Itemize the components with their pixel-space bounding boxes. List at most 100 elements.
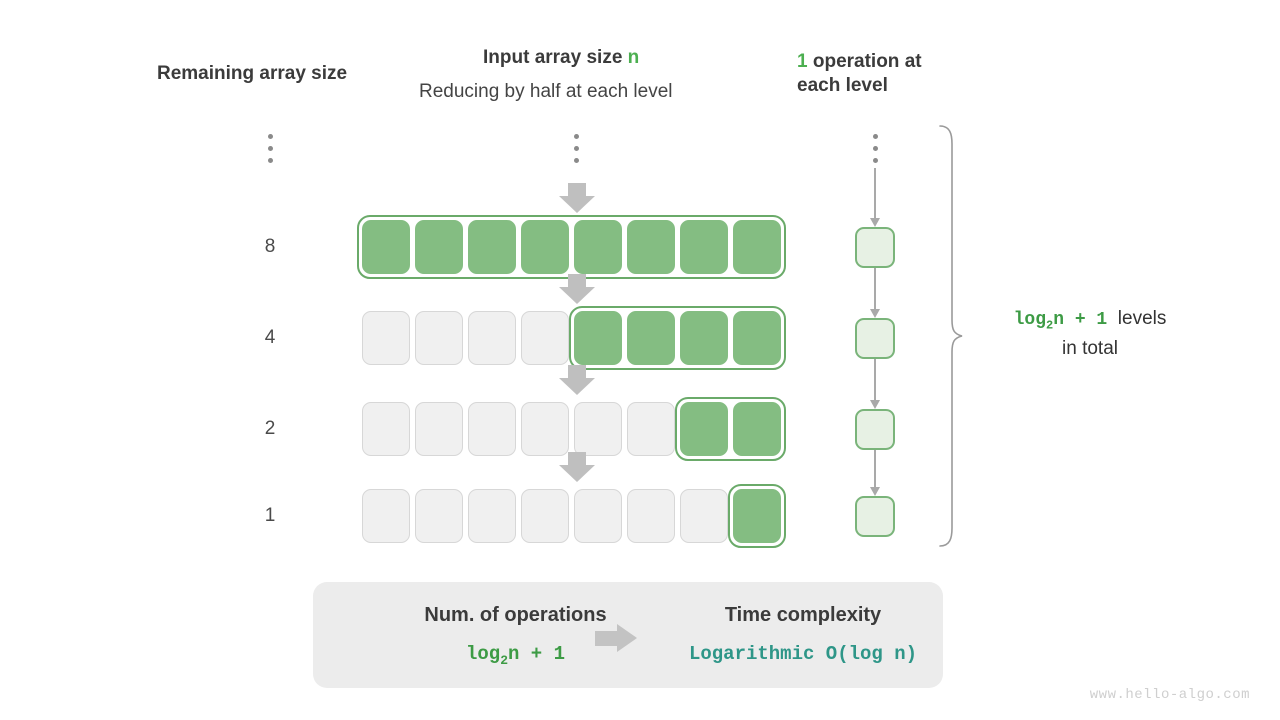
array-cell-inactive [468,402,516,456]
operation-box [855,496,895,537]
levels-formula: log2n + 1 [1013,310,1108,333]
array-row [362,397,786,461]
summary-ops-base: 2 [500,652,508,668]
heading-operation-rest: operation at [807,51,922,72]
array-cell-active [627,220,675,274]
operation-box [855,227,895,268]
heading-one-operation-each-level: 1 operation at each level [797,50,922,98]
array-cell-active [468,220,516,274]
dot [872,158,878,163]
dot [267,134,273,139]
arrow-stem [595,631,619,646]
halving-arrow-icon [559,365,595,395]
array-cell-inactive [574,489,622,543]
levels-word: levels [1117,308,1167,329]
halving-arrow-icon [559,183,595,213]
array-cell-active [680,402,728,456]
array-cell-active [574,311,622,365]
array-cell-inactive [415,402,463,456]
arrow-head [870,487,880,496]
arrow-head [617,624,637,652]
array-cell-inactive [574,402,622,456]
summary-complexity-column: Time complexity Logarithmic O(log n) [673,604,933,665]
arrow-stem [568,365,586,379]
array-cell-inactive [362,489,410,543]
array-cell-inactive [415,311,463,365]
array-cell-active [362,220,410,274]
summary-ops-log: log [465,643,501,665]
ellipsis-icon-middle-column [573,134,579,163]
arrow-stem [568,452,586,466]
arrow-head [870,309,880,318]
arrow-head [559,287,595,304]
row-label-remaining-size: 2 [264,418,276,439]
heading-remaining-array-size: Remaining array size [157,63,348,84]
dot [267,158,273,163]
summary-complexity-title: Time complexity [724,604,882,626]
arrow-head [559,378,595,395]
ellipsis-icon-left-column [267,134,273,163]
heading-input-array-size: Input array size n [483,46,639,70]
watermark: www.hello-algo.com [1089,687,1250,703]
array-row [362,306,786,370]
operation-connector-arrow-icon [870,359,880,409]
dot [267,146,273,151]
dot [872,146,878,151]
dot [573,158,579,163]
arrow-stem [568,274,586,288]
array-row [362,484,786,548]
array-cell-inactive [521,311,569,365]
array-cell-inactive [627,489,675,543]
arrow-head [870,400,880,409]
operation-box [855,409,895,450]
arrow-head [559,465,595,482]
array-row [357,215,786,279]
arrow-head [870,218,880,227]
array-cell-active [733,311,781,365]
array-cell-active [680,311,728,365]
array-cell-inactive [627,402,675,456]
summary-operations-title: Num. of operations [424,604,607,626]
array-cell-active [415,220,463,274]
row-label-remaining-size: 4 [264,327,276,348]
summary-operations-value: log2n + 1 [343,643,688,668]
array-cell-active [733,220,781,274]
array-cell-inactive [362,311,410,365]
arrow-stem [568,183,586,197]
levels-formula-rest: n + 1 [1053,310,1108,330]
curly-brace-icon [939,125,963,547]
array-cell-inactive [680,489,728,543]
row-label-remaining-size: 8 [264,236,276,257]
array-cell-active [680,220,728,274]
array-cell-active [627,311,675,365]
heading-input-array-size-text: Input array size [483,47,628,68]
row-label-remaining-size: 1 [264,505,276,526]
operation-count: 1 [797,51,808,72]
array-cell-inactive [468,489,516,543]
summary-right-arrow-icon [595,624,637,652]
summary-operations-column: Num. of operations log2n + 1 [343,604,688,668]
array-cell-active [574,220,622,274]
levels-formula-base: 2 [1046,318,1054,333]
halving-arrow-icon [559,452,595,482]
array-cell-inactive [362,402,410,456]
dot [872,134,878,139]
levels-total-annotation: log2n + 1 levels in total [985,305,1195,363]
array-cell-active [733,489,781,543]
arrow-head [559,196,595,213]
operation-box [855,318,895,359]
array-cell-active [733,402,781,456]
summary-complexity-value: Logarithmic O(log n) [688,643,918,665]
levels-formula-log: log [1013,310,1047,330]
levels-in-total: in total [1062,337,1118,359]
array-cell-inactive [468,311,516,365]
halving-arrow-icon [559,274,595,304]
array-cell-inactive [415,489,463,543]
dot [573,134,579,139]
operation-connector-arrow-icon [870,268,880,318]
heading-reducing-by-half: Reducing by half at each level [419,81,673,102]
array-cell-inactive [521,402,569,456]
summary-ops-rest: n + 1 [508,643,566,665]
heading-each-level: each level [797,74,888,96]
dot [573,146,579,151]
